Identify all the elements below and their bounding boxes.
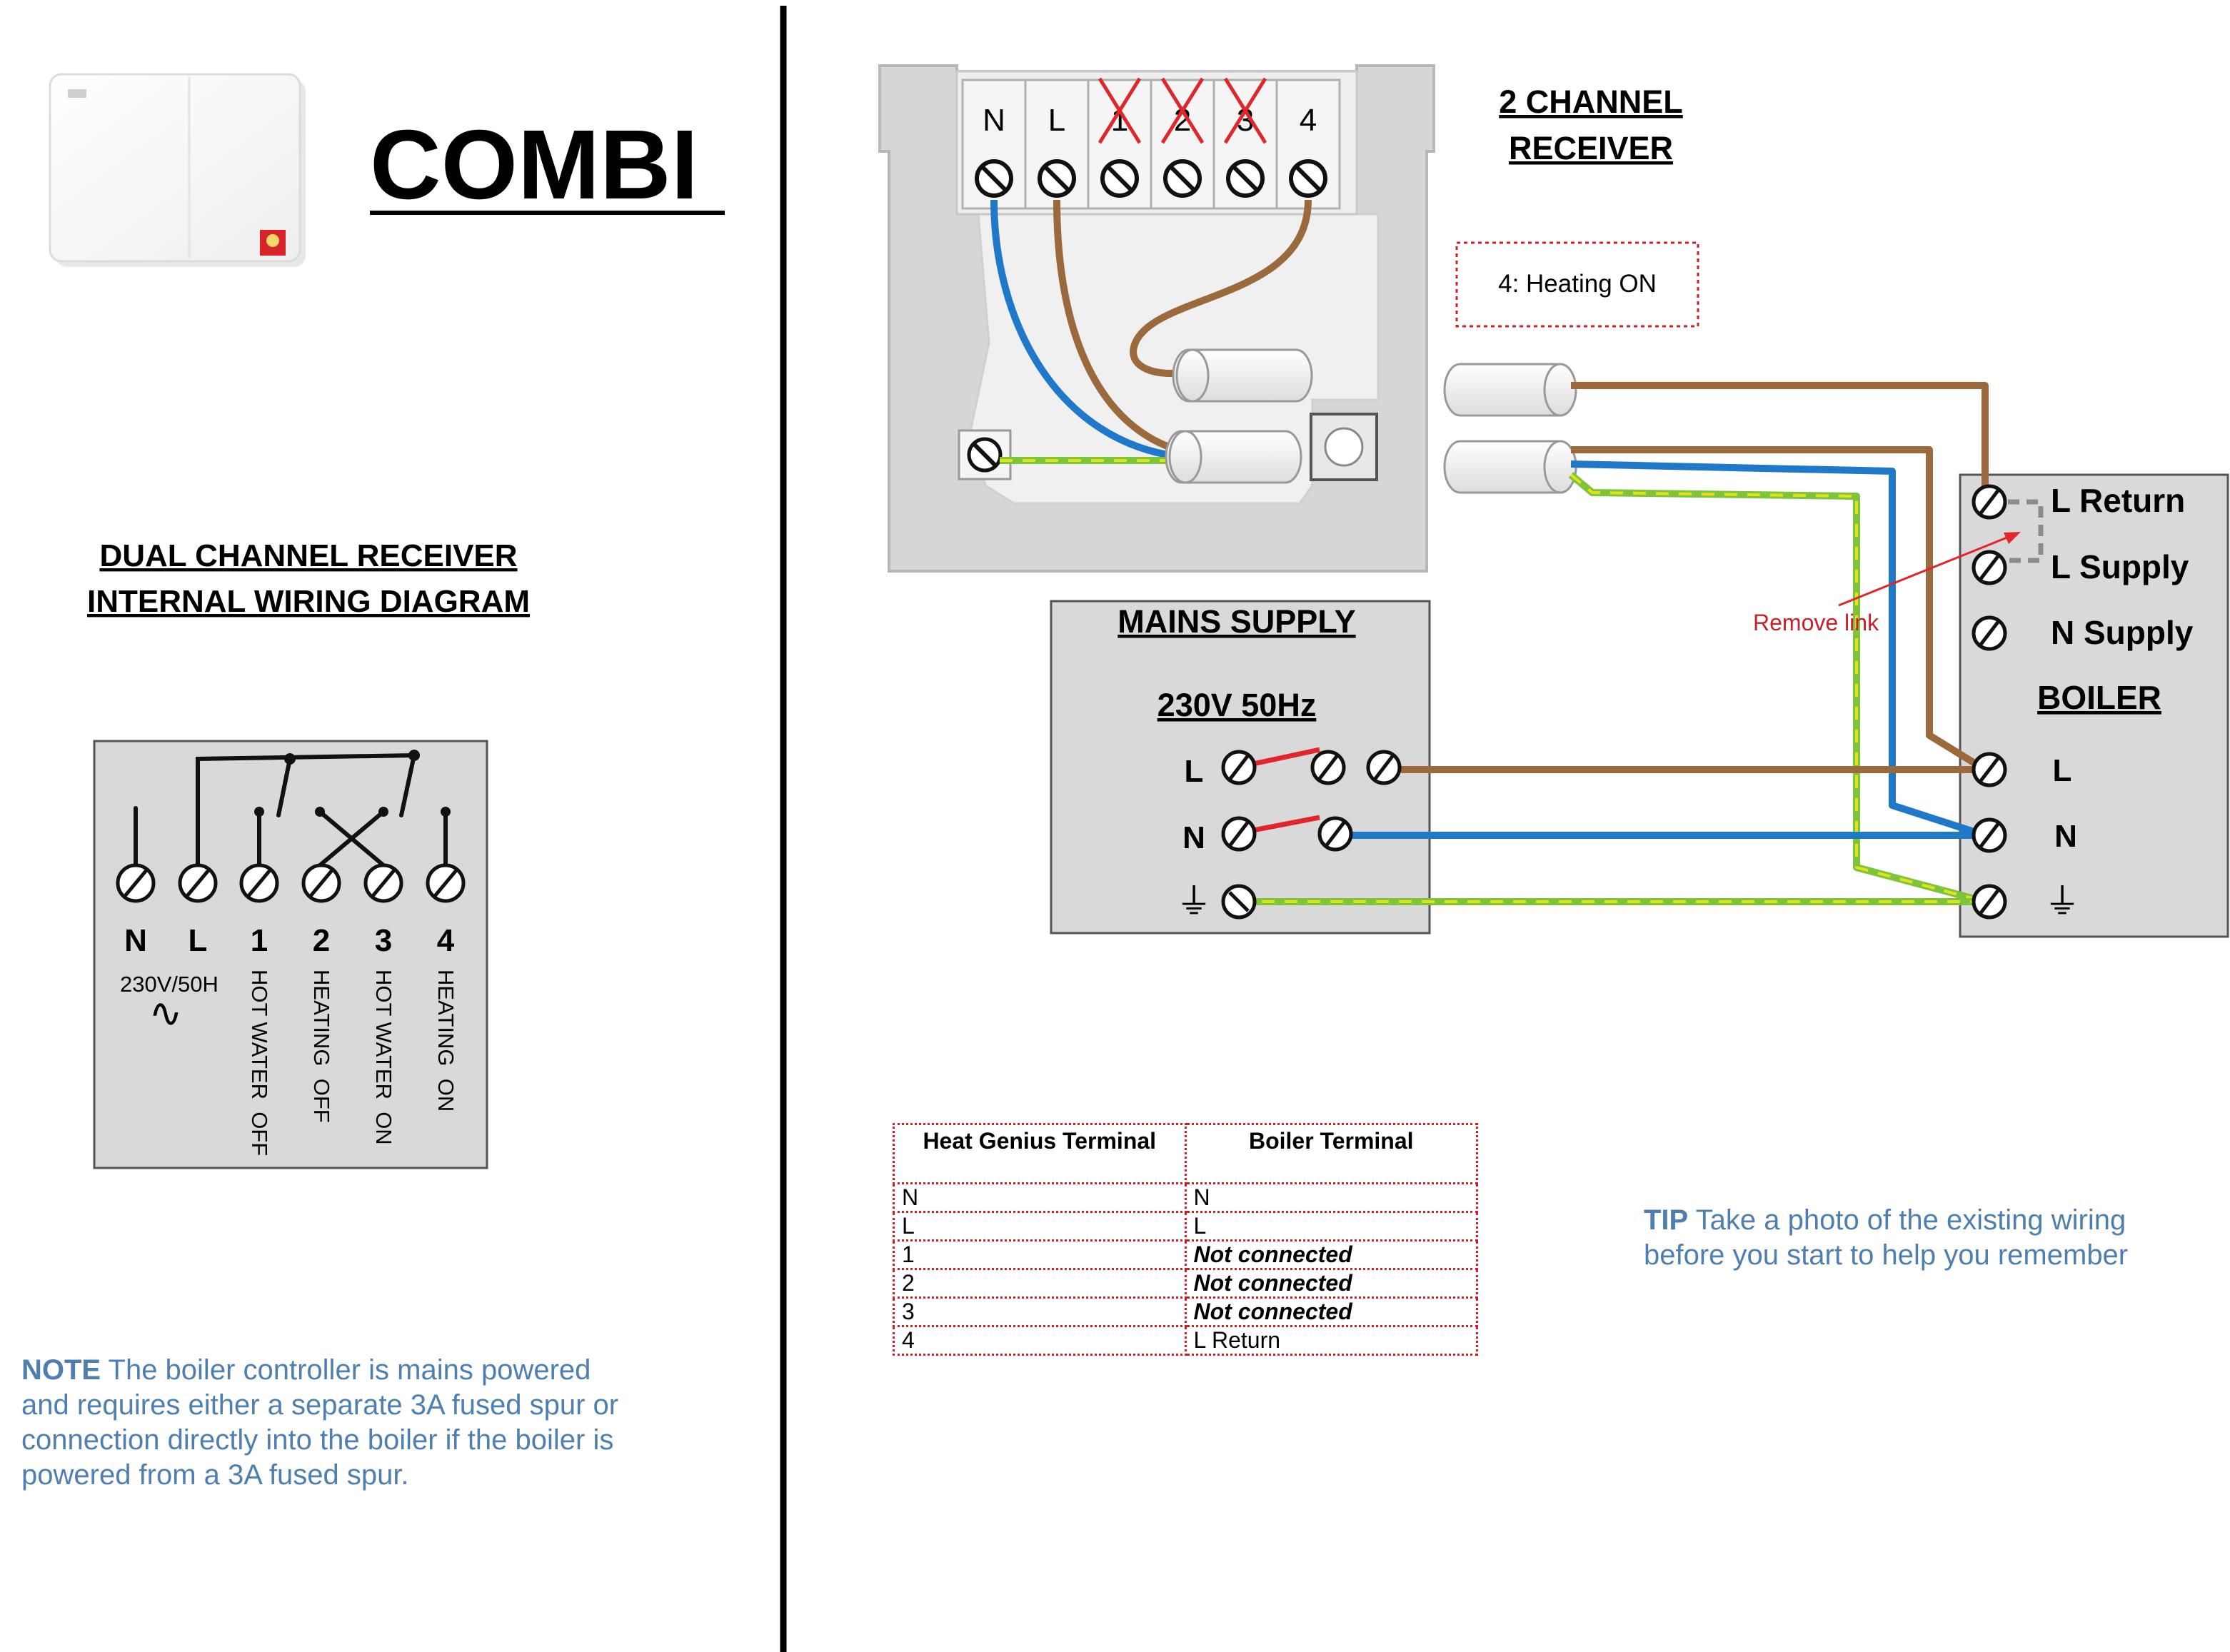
tip-text: Take a photo of the existing wiring befo… bbox=[1644, 1204, 2129, 1271]
mains-screw-l-in bbox=[1221, 750, 1257, 785]
vertical-label-3: HOT WATER ON bbox=[371, 969, 396, 1145]
callout-text: 4: Heating ON bbox=[1498, 270, 1657, 298]
table-cell: L Return bbox=[1184, 1325, 1478, 1356]
callout-box bbox=[1455, 241, 1699, 328]
internal-heading-line2: INTERNAL WIRING DIAGRAM bbox=[87, 584, 530, 619]
boiler-screw-l-supply bbox=[1972, 550, 2007, 585]
mains-screw-n-in bbox=[1221, 816, 1257, 852]
receiver-heading-line1: 2 CHANNEL bbox=[1499, 84, 1683, 120]
internal-terminal-label-4: 4 bbox=[437, 923, 455, 958]
boiler-screw-l-return bbox=[1972, 484, 2007, 520]
internal-screw-n bbox=[116, 863, 156, 903]
internal-terminal-label-1: 1 bbox=[251, 923, 268, 958]
table-header-boiler: Boiler Terminal bbox=[1184, 1123, 1478, 1184]
mains-n-label: N bbox=[1182, 820, 1205, 855]
table-cell: L bbox=[1184, 1211, 1478, 1241]
table-cell: Not connected bbox=[1184, 1239, 1478, 1270]
external-wires bbox=[1239, 382, 1989, 905]
supply-rating-label: 230V/50H bbox=[120, 972, 219, 997]
table-cell: 3 bbox=[893, 1296, 1187, 1327]
ac-symbol: ∿ bbox=[149, 990, 183, 1035]
mains-screw-l-out bbox=[1366, 750, 1402, 785]
vertical-label-1: HOT WATER OFF bbox=[247, 969, 272, 1156]
internal-terminal-label-2: 2 bbox=[313, 923, 330, 958]
table-cell: L bbox=[893, 1211, 1187, 1241]
note-paragraph: NOTE The boiler controller is mains powe… bbox=[21, 1353, 643, 1493]
internal-terminal-label-l: L bbox=[189, 923, 208, 958]
mains-heading: MAINS SUPPLY bbox=[1117, 603, 1355, 640]
boiler-n-label: N bbox=[2054, 819, 2077, 854]
internal-screw-2 bbox=[301, 863, 341, 903]
mains-earth-symbol: ⏚ bbox=[1176, 882, 1212, 922]
mains-screw-l-mid bbox=[1310, 750, 1346, 785]
not-connected-cross-marks bbox=[1098, 77, 1267, 144]
page-title: COMBI bbox=[370, 110, 698, 220]
receiver-device-image bbox=[49, 73, 306, 267]
tip-label: TIP bbox=[1644, 1204, 1689, 1236]
receiver-terminal-label-l: L bbox=[1048, 103, 1065, 138]
table-cell: N bbox=[893, 1182, 1187, 1213]
boiler-earth-symbol: ⏚ bbox=[2044, 882, 2080, 922]
boiler-box: L Return L Supply N Supply BOILER L N ⏚ bbox=[1959, 473, 2229, 938]
boiler-screw-n-supply bbox=[1972, 615, 2007, 651]
table-cell: 1 bbox=[893, 1239, 1187, 1270]
receiver-heading-line2: RECEIVER bbox=[1509, 130, 1673, 166]
table-header-heat-genius: Heat Genius Terminal bbox=[893, 1123, 1187, 1184]
internal-terminal-label-n: N bbox=[124, 923, 147, 958]
boiler-screw-earth bbox=[1972, 884, 2007, 920]
mains-screw-earth bbox=[1221, 884, 1257, 920]
table-cell: Not connected bbox=[1184, 1268, 1478, 1299]
table-cell: 4 bbox=[893, 1325, 1187, 1356]
remove-link-label: Remove link bbox=[1753, 610, 1879, 635]
internal-screw-1 bbox=[239, 863, 279, 903]
boiler-heading: BOILER bbox=[2037, 679, 2161, 716]
table-cell: Not connected bbox=[1184, 1296, 1478, 1327]
internal-wiring-panel: N L 1 2 3 4 230V/50H ∿ HOT WATER OFF HEA… bbox=[93, 740, 488, 1169]
internal-screw-l bbox=[178, 863, 218, 903]
table-cell: N bbox=[1184, 1182, 1478, 1213]
mains-l-label: L bbox=[1185, 754, 1204, 789]
internal-screw-4 bbox=[426, 863, 466, 903]
boiler-label-l-return: L Return bbox=[2051, 482, 2185, 519]
boiler-label-n-supply: N Supply bbox=[2051, 614, 2194, 651]
boiler-screw-n bbox=[1972, 817, 2007, 853]
boiler-label-l-supply: L Supply bbox=[2051, 548, 2189, 585]
internal-heading-line1: DUAL CHANNEL RECEIVER bbox=[99, 538, 517, 573]
boiler-l-label: L bbox=[2053, 753, 2072, 788]
internal-terminal-label-3: 3 bbox=[375, 923, 392, 958]
note-label: NOTE bbox=[21, 1354, 101, 1386]
mains-screw-n-out bbox=[1317, 816, 1353, 852]
remove-link-arrow bbox=[1838, 534, 2013, 607]
receiver-housing: N L 1 2 3 4 bbox=[878, 64, 1577, 573]
internal-screw-3 bbox=[363, 863, 403, 903]
receiver-terminal-label-n: N bbox=[983, 103, 1005, 138]
receiver-terminal-label-4: 4 bbox=[1300, 103, 1317, 138]
boiler-screw-l bbox=[1972, 752, 2007, 787]
tip-paragraph: TIP Take a photo of the existing wiring … bbox=[1644, 1203, 2186, 1273]
vertical-label-2: HEATING OFF bbox=[309, 969, 334, 1123]
note-text: The boiler controller is mains powered a… bbox=[21, 1354, 619, 1491]
mains-rating: 230V 50Hz bbox=[1157, 687, 1317, 723]
table-cell: 2 bbox=[893, 1268, 1187, 1299]
vertical-label-4: HEATING ON bbox=[433, 969, 458, 1112]
